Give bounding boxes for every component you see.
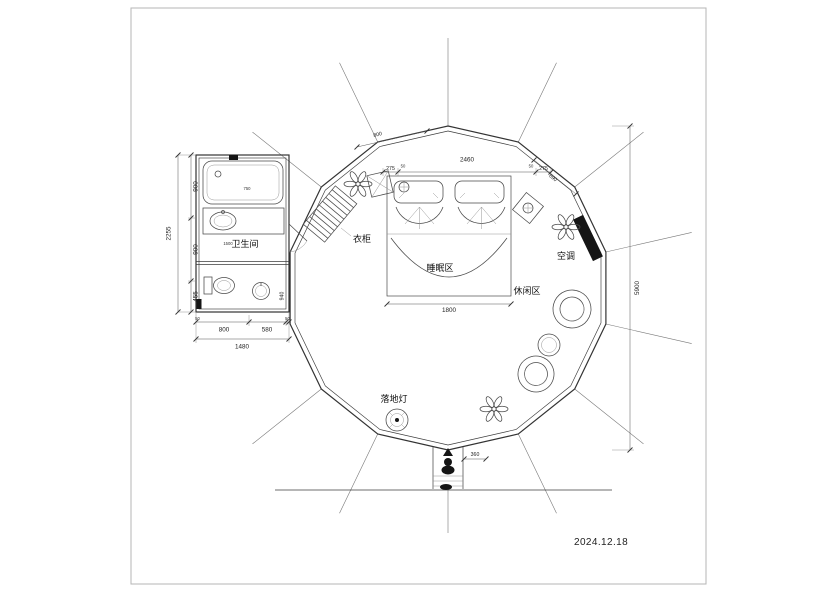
bath-door-block-bottom <box>196 299 202 309</box>
label-air-conditioner: 空调 <box>557 250 575 261</box>
wash-basin <box>252 282 270 300</box>
door-swing-arc <box>288 240 308 253</box>
dim-bath-seg2: 900 <box>193 244 200 255</box>
dim-top-seg1: 275 <box>386 166 395 172</box>
sheet-border <box>130 7 707 585</box>
light-symbol-left <box>398 181 410 193</box>
nightstand-right <box>512 192 544 224</box>
potted-plant-right <box>551 213 581 241</box>
main-room-polygon <box>289 125 607 451</box>
dim-bath-wall-left: 50 <box>195 316 200 321</box>
person-figure <box>444 458 452 466</box>
dimension-lines <box>175 123 634 462</box>
dim-side-niche: 940 <box>280 292 286 301</box>
dim-bath-w-seg2: 580 <box>262 327 273 334</box>
dim-bath-height-total: 2255 <box>166 226 173 241</box>
dim-bath-inner-a: 750 <box>244 186 252 191</box>
floor-lamp-symbol <box>385 408 409 432</box>
label-sleeping-area: 睡眠区 <box>426 262 453 273</box>
dim-bed-width: 1800 <box>442 307 457 314</box>
potted-plant-bottom <box>479 395 509 423</box>
bath-door-block-top <box>229 155 238 160</box>
side-table-round <box>537 333 561 357</box>
nightstand-left <box>366 170 394 198</box>
dim-bath-width-total: 1480 <box>235 344 250 351</box>
dim-entrance-width: 360 <box>471 452 480 458</box>
label-wardrobe: 衣柜 <box>353 233 371 244</box>
dim-bath-wall-right: 50 <box>285 316 290 321</box>
dim-bath-inner-b: 1500 <box>223 241 233 246</box>
dim-bath-seg1: 900 <box>193 181 200 192</box>
door-leaf <box>288 223 308 242</box>
label-floor-lamp: 落地灯 <box>380 393 407 404</box>
label-bathroom: 卫生间 <box>231 238 258 249</box>
ac-unit <box>573 214 603 262</box>
entrance-arrow <box>443 448 453 456</box>
title-block-date: 2024.12.18 <box>574 537 628 548</box>
entrance <box>432 447 464 490</box>
potted-plant-left <box>343 170 373 198</box>
duvet-arc <box>390 237 508 278</box>
wardrobe-leader-line <box>340 227 352 237</box>
dim-overall-height: 5900 <box>634 281 641 296</box>
dim-top-seg2: 275 <box>539 166 548 172</box>
toilet <box>203 276 235 295</box>
pillow-right <box>454 180 505 204</box>
wardrobe-unit <box>302 185 358 243</box>
dim-right-edge: 690 <box>547 173 558 183</box>
label-leisure-area: 休闲区 <box>513 285 540 296</box>
dim-bath-w-seg1: 800 <box>219 327 230 334</box>
lounge-chair-bottom <box>517 355 555 393</box>
dim-top-wall-b: 50 <box>529 164 534 169</box>
vanity-sink <box>202 207 285 235</box>
roof-spokes <box>252 38 692 533</box>
dim-top-wall-a: 50 <box>401 164 406 169</box>
bathtub <box>202 160 284 205</box>
bed <box>386 175 512 297</box>
dim-top-mid: 2460 <box>460 157 475 164</box>
lounge-chair-top <box>552 289 592 329</box>
pillow-left <box>393 180 444 204</box>
dim-bath-seg3: 455 <box>193 291 200 302</box>
dim-top-edge: 800 <box>373 131 383 139</box>
bathroom <box>195 154 308 313</box>
